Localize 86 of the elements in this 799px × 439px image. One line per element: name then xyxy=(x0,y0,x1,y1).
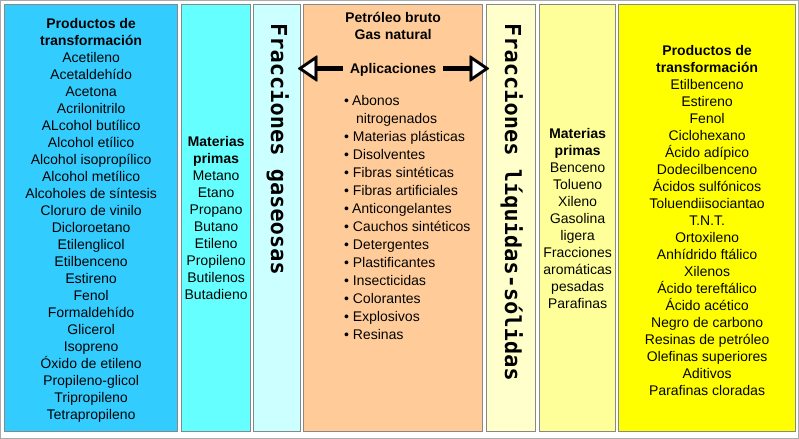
list-item: Anhídrido ftálico xyxy=(656,246,758,263)
list-item: Xilenos xyxy=(683,263,731,280)
column-panel xyxy=(618,4,796,432)
column-panel xyxy=(303,4,483,432)
list-item: Alcoholes de síntesis xyxy=(24,185,158,202)
column-heading: Petróleo bruto xyxy=(344,9,442,26)
arrow xyxy=(443,56,488,81)
list-item: Tolueno xyxy=(552,176,604,192)
list-item: Cloruro de vinilo xyxy=(39,202,143,219)
list-item: Butilenos xyxy=(186,269,246,286)
list-item: Tripropileno xyxy=(53,389,129,406)
bullet-item: • Fibras artificiales xyxy=(344,181,459,199)
bullet-item: • Cauchos sintéticos xyxy=(344,217,472,235)
list-item: Fenol xyxy=(72,287,110,304)
list-item: Propileno xyxy=(185,252,247,269)
list-item: Etilenglicol xyxy=(56,236,126,253)
column-panel xyxy=(539,4,616,432)
bullet-item: • Explosivos xyxy=(344,307,421,325)
list-item: Alcohol etílico xyxy=(46,134,136,151)
list-item: Xileno xyxy=(557,192,598,210)
list-item: Ácido tereftálico xyxy=(656,280,758,297)
list-item: Metano xyxy=(192,167,240,184)
list-item: Dicloroetano xyxy=(50,219,132,236)
list-item: Toluendiisociantao xyxy=(648,195,766,212)
bullet-item: • Detergentes xyxy=(344,235,430,253)
column-heading: Materias primas xyxy=(186,133,246,167)
bullet-item: • Plastificantes xyxy=(344,253,436,271)
list-item: Acetaldehído xyxy=(49,66,133,83)
column-heading: Gas natural xyxy=(353,26,433,43)
vertical-label: Fracciones líquidas-sólidas xyxy=(498,23,524,381)
list-item: Alcohol metílico xyxy=(40,168,142,185)
list-item: Parafinas xyxy=(546,294,608,312)
arrow xyxy=(298,56,343,81)
list-item: Resinas de petróleo xyxy=(644,331,770,348)
list-item: Etano xyxy=(196,184,236,201)
list-item: Acrilonitrilo xyxy=(56,100,126,117)
bullet-item: • Resinas xyxy=(344,325,404,343)
vertical-label: Fracciones gaseosas xyxy=(264,23,290,275)
bullet-item: • Colorantes xyxy=(344,289,422,307)
column-panel xyxy=(253,4,301,432)
list-item: Glicerol xyxy=(66,321,116,338)
list-item: Ácido adípico xyxy=(664,144,750,161)
list-item: Tetrapropileno xyxy=(46,406,136,423)
bullet-item: • Anticongelantes xyxy=(344,199,453,217)
list-item: Etilbenceno xyxy=(53,253,129,270)
list-item: Formaldehído xyxy=(46,304,136,321)
list-item: Ciclohexano xyxy=(667,127,747,144)
list-item: Ácido acético xyxy=(664,297,750,314)
list-item: Ácidos sulfónicos xyxy=(652,178,762,195)
bullet-item: • Fibras sintéticas xyxy=(344,163,455,181)
list-item: Propileno-glicol xyxy=(42,372,140,389)
list-item: Isopreno xyxy=(62,338,120,355)
list-item: Acetileno xyxy=(61,49,121,66)
column-panel xyxy=(486,4,536,432)
bullet-item: • Materias plásticas xyxy=(344,127,466,145)
list-item: Aditivos xyxy=(681,365,733,382)
list-item: Butano xyxy=(192,218,240,235)
list-item: Óxido de etileno xyxy=(39,355,143,372)
column-panel xyxy=(4,4,178,432)
column-heading: Productos de transformación xyxy=(655,42,759,76)
list-item: Negro de carbono xyxy=(650,314,764,331)
list-item: Olefinas superiores xyxy=(646,348,768,365)
list-item: Etileno xyxy=(194,235,238,252)
list-item: Propano xyxy=(188,201,244,218)
list-item: Ortoxileno xyxy=(674,229,740,246)
column-heading: Productos de transformación xyxy=(39,15,143,49)
bullet-item: • Insecticidas xyxy=(344,271,427,289)
list-item: Estireno xyxy=(680,93,734,110)
list-item: Benceno xyxy=(548,158,606,176)
bullet-item: • Disolventes xyxy=(344,145,426,163)
column-heading: Aplicaciones xyxy=(348,60,438,77)
list-item: T.N.T. xyxy=(688,212,726,229)
list-item: Fenol xyxy=(688,110,726,127)
list-item: Acetona xyxy=(64,83,118,100)
list-item: Estireno xyxy=(64,270,118,287)
list-item: Butadieno xyxy=(183,286,249,303)
column-panel xyxy=(181,4,251,432)
column-heading: Materias primas xyxy=(548,124,607,158)
list-item: ALcohol butílico xyxy=(40,117,142,134)
list-item: Alcohol isopropílico xyxy=(30,151,152,168)
list-item: Fracciones aromáticas pesadas xyxy=(542,244,613,294)
list-item: Dodecilbenceno xyxy=(656,161,758,178)
list-item: Gasolina ligera xyxy=(548,210,606,244)
list-item: Parafinas cloradas xyxy=(648,382,766,399)
bullet-item: • Abonos nitrogenados xyxy=(344,91,438,127)
list-item: Etilbenceno xyxy=(669,76,745,93)
